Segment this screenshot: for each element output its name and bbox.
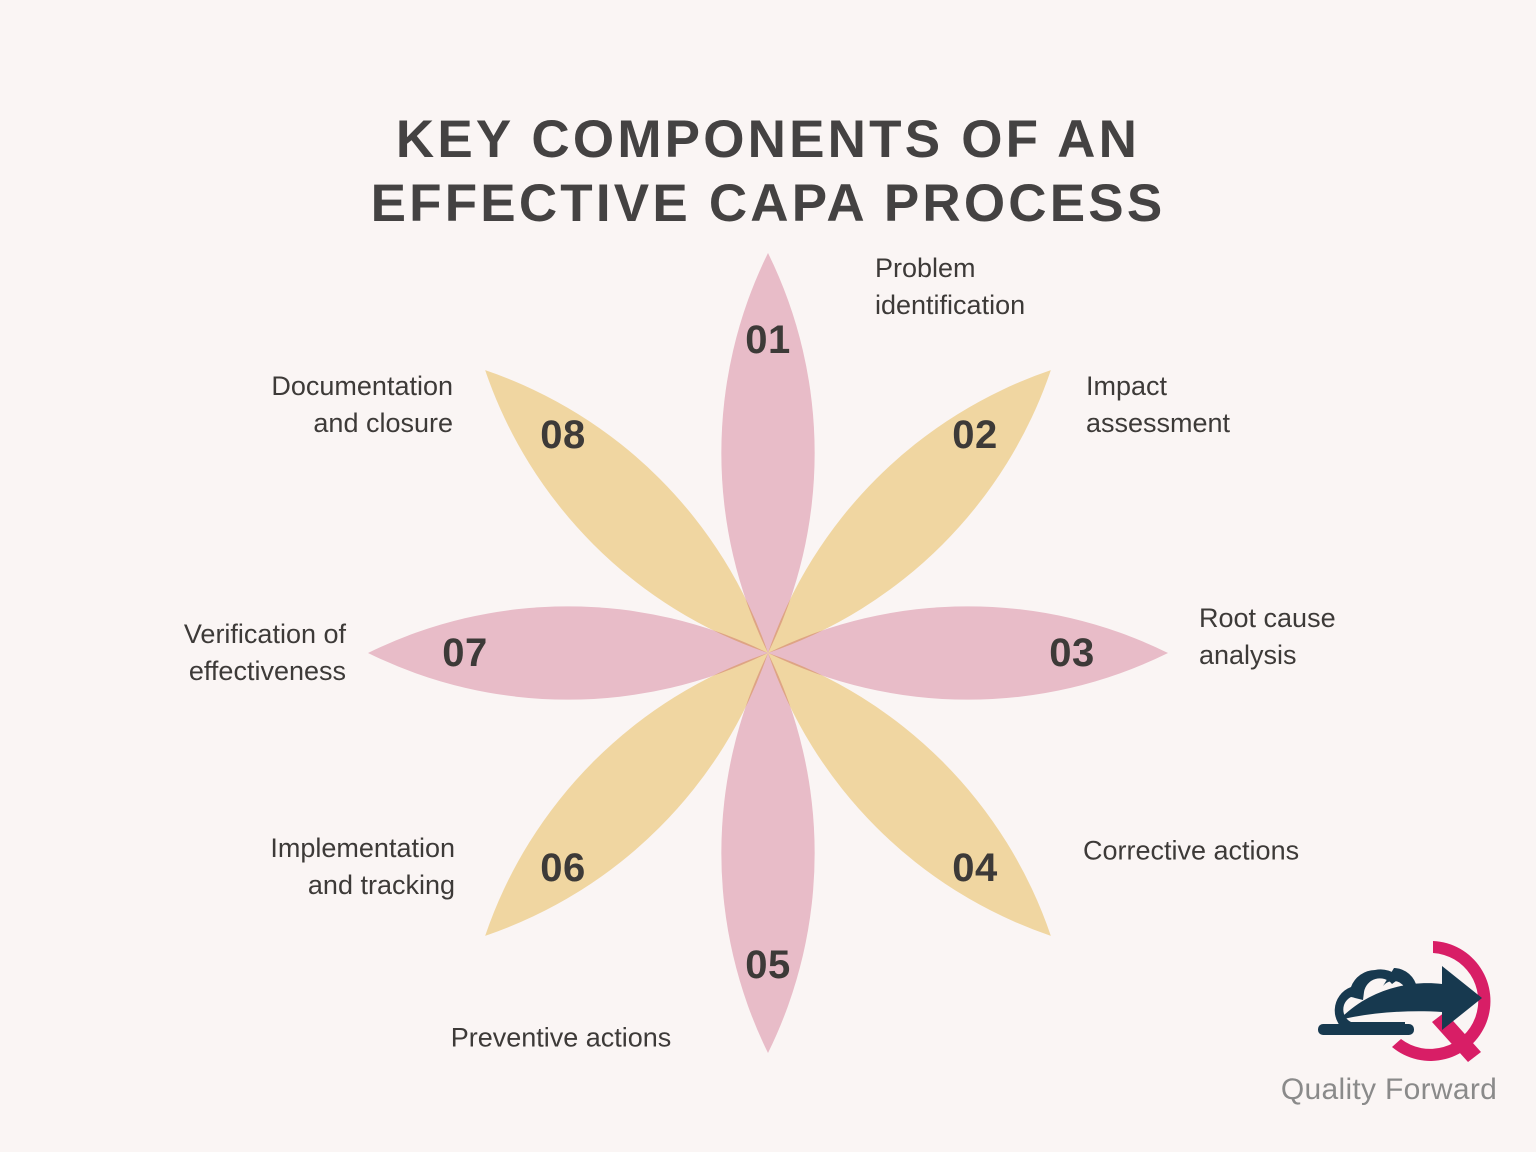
quality-forward-mark-icon: [1318, 941, 1491, 1062]
petal-06-shape: [452, 620, 801, 969]
petal-01-shape: [721, 253, 815, 653]
petal-04-shape: [735, 620, 1084, 969]
petal-label-06: Implementation and tracking: [270, 833, 455, 900]
petal-number-04: 04: [952, 846, 998, 890]
brand-name: Quality Forward: [1280, 1073, 1498, 1106]
petal-label-02: Impact assessment: [1086, 371, 1231, 438]
brand-logo: Quality Forward: [1268, 940, 1510, 1116]
petal-label-07: Verification of effectiveness: [183, 619, 346, 686]
petal-number-07: 07: [442, 631, 488, 675]
petal-02-shape: [735, 337, 1084, 686]
petal-07-shape: [368, 606, 768, 700]
page-title: KEY COMPONENTS OF AN EFFECTIVE CAPA PROC…: [0, 108, 1536, 236]
title-line-1: KEY COMPONENTS OF AN: [395, 109, 1141, 169]
petal-05-shape: [721, 653, 815, 1053]
petal-label-08: Documentation and closure: [271, 371, 453, 438]
petal-label-04: Corrective actions: [1083, 835, 1300, 866]
petal-label-01: Problem identification: [875, 253, 1026, 320]
petal-number-06: 06: [540, 846, 586, 890]
petal-number-02: 02: [952, 413, 998, 457]
petal-03-shape: [768, 606, 1168, 700]
petal-08-shape: [452, 337, 801, 686]
petal-label-03: Root cause analysis: [1199, 603, 1336, 670]
petal-number-01: 01: [745, 318, 791, 362]
petal-label-05: Preventive actions: [450, 1022, 672, 1053]
petal-number-08: 08: [540, 413, 586, 457]
title-line-2: EFFECTIVE CAPA PROCESS: [370, 173, 1166, 233]
petal-number-03: 03: [1049, 631, 1095, 675]
petal-number-05: 05: [745, 943, 791, 987]
